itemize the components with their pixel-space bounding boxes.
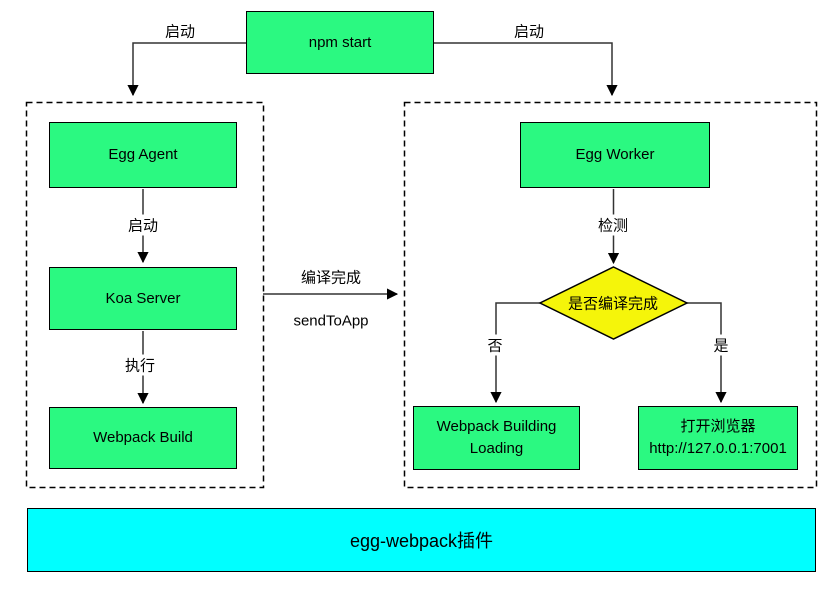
node-npm-start: npm start (246, 11, 434, 74)
plugin-banner: egg-webpack插件 (27, 508, 816, 572)
node-egg-worker: Egg Worker (520, 122, 710, 188)
edge-npm-to-agent (127, 42, 246, 97)
node-webpack-building-loading-line2: Loading (469, 440, 524, 457)
node-egg-agent-label: Egg Agent (108, 146, 178, 164)
node-open-browser-line1: 打开浏览器 (680, 418, 756, 436)
edge-npm-to-worker (434, 42, 618, 97)
edge-label-compile-done: 编译完成 (297, 266, 365, 288)
node-open-browser-line2: http://127.0.0.1:7001 (649, 440, 787, 457)
node-open-browser-label: 打开浏览器 http://127.0.0.1:7001 (649, 416, 787, 460)
node-webpack-building-loading: Webpack Building Loading (413, 406, 580, 470)
node-webpack-building-loading-line1: Webpack Building (436, 418, 557, 436)
edge-label-koa-to-webpackbuild: 执行 (121, 354, 159, 376)
edge-label-npm-to-agent: 启动 (161, 20, 199, 42)
node-koa-server-label: Koa Server (105, 289, 181, 307)
node-webpack-build: Webpack Build (49, 407, 237, 469)
edge-label-agent-to-koa: 启动 (124, 214, 162, 236)
node-webpack-build-label: Webpack Build (93, 429, 193, 447)
edge-label-branch-no: 否 (484, 334, 506, 356)
node-koa-server: Koa Server (49, 267, 237, 330)
node-webpack-building-loading-label: Webpack Building Loading (437, 416, 557, 460)
node-npm-start-label: npm start (308, 33, 372, 51)
decision-diamond-label: 是否编译完成 (567, 295, 659, 313)
node-egg-worker-label: Egg Worker (575, 146, 655, 164)
node-egg-agent: Egg Agent (49, 122, 237, 188)
edge-label-npm-to-worker: 启动 (510, 20, 548, 42)
node-open-browser: 打开浏览器 http://127.0.0.1:7001 (638, 406, 798, 470)
plugin-banner-label: egg-webpack插件 (349, 531, 494, 551)
edge-label-branch-yes: 是 (710, 334, 732, 356)
edge-label-worker-to-decision: 检测 (594, 214, 632, 236)
edge-label-send-to-app: sendToApp (290, 312, 372, 330)
